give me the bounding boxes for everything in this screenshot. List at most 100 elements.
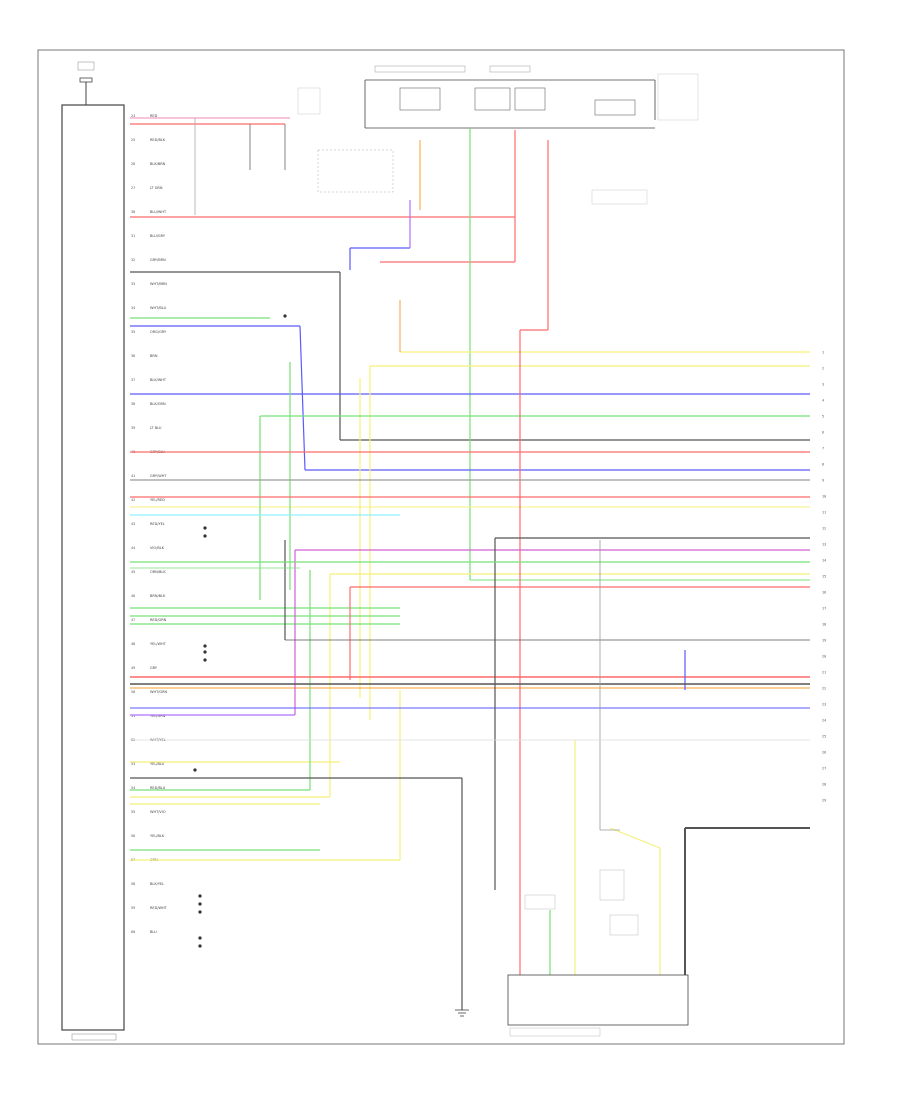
- wire-color-label: RED/GRN: [150, 618, 167, 622]
- ecm-pin-number: 35: [131, 330, 135, 334]
- top-fuse-relay-area: [297, 65, 699, 205]
- connector-terminal-number: 4: [822, 399, 824, 403]
- wire-color-label: BLU: [150, 930, 157, 934]
- ecm-pin-number: 44: [131, 546, 135, 550]
- ecm-pin-number: 42: [131, 498, 135, 502]
- ecm-pin-number: 25: [131, 138, 135, 142]
- wire-color-label: BLK/YEL: [150, 882, 164, 886]
- connector-terminal-number: 12: [822, 527, 826, 531]
- ground-symbol: [455, 1009, 469, 1017]
- connector-terminal-number: 11: [822, 511, 826, 515]
- wire-color-label: BLK/WHT: [150, 378, 167, 382]
- diagram-frame: [37, 49, 845, 1045]
- ecm-pin-number: 43: [131, 522, 135, 526]
- ecm-pin-number: 48: [131, 642, 135, 646]
- ecm-pin-number: 45: [131, 570, 135, 574]
- ecm-pin-number: 27: [131, 186, 135, 190]
- wire-color-label: RED: [150, 114, 158, 118]
- ecm-pin-number: 54: [131, 786, 135, 790]
- wire-color-label: BLU/WHT: [150, 210, 167, 214]
- connector-terminal-number: 7: [822, 447, 824, 451]
- connector-terminal-number: 19: [822, 639, 826, 643]
- connector-terminal-number: 29: [822, 799, 826, 803]
- wire-color-label: YEL/GRN: [150, 714, 166, 718]
- connector-terminal-number: 27: [822, 767, 826, 771]
- wire-color-label: LT GRN: [150, 186, 163, 190]
- wire-color-label: WHT/GRN: [150, 690, 168, 694]
- ecm-pin-number: 59: [131, 906, 135, 910]
- connector-terminal-number: 23: [822, 703, 826, 707]
- wire-color-label: RED/BLK: [150, 138, 166, 142]
- ecm-pin-number: 58: [131, 882, 135, 886]
- bottom-connector: [507, 869, 689, 1037]
- ecm-pin-number: 33: [131, 282, 135, 286]
- ecm-pin-number: 38: [131, 402, 135, 406]
- connector-terminal-number: 10: [822, 495, 826, 499]
- connector-terminal-number: 15: [822, 575, 826, 579]
- connector-terminal-number: 14: [822, 559, 826, 563]
- connector-terminal-number: 26: [822, 751, 826, 755]
- wire-color-label: WHT/BRN: [150, 282, 167, 286]
- wire-color-label: ORG/GRY: [150, 330, 167, 334]
- ecm-pin-number: 37: [131, 378, 135, 382]
- connector-terminal-number: 3: [822, 383, 824, 387]
- connector-terminal-number: 6: [822, 431, 824, 435]
- ecm-pin-number: 41: [131, 474, 135, 478]
- connector-terminal-number: 5: [822, 415, 824, 419]
- splice-points: [193, 314, 287, 948]
- connector-terminal-number: 17: [822, 607, 826, 611]
- connector-terminal-number: 24: [822, 719, 826, 723]
- wire-color-label: GRY/BRN: [150, 258, 166, 262]
- wire-color-label: BLK/BRN: [150, 162, 166, 166]
- wire-color-label: RED/YEL: [150, 522, 165, 526]
- right-edge-connector-numbers: 1234567891011121314151617181920212223242…: [822, 351, 826, 803]
- wire-color-label: BLK/GRN: [150, 402, 166, 406]
- wire-color-label: YEL/BLK: [150, 834, 165, 838]
- ecm-pin-number: 36: [131, 354, 135, 358]
- ecm-pin-labels: 2425262730313233343536373839404142434445…: [131, 114, 135, 934]
- wire-color-label: YEL/WHT: [150, 642, 167, 646]
- wire-color-label: VIO/BLK: [150, 546, 165, 550]
- connector-terminal-number: 13: [822, 543, 826, 547]
- wire-color-label: RED/WHT: [150, 906, 168, 910]
- wire-color-label: GRY: [150, 666, 158, 670]
- ecm-pin-number: 34: [131, 306, 135, 310]
- wire-color-label: BRN/BLK: [150, 594, 166, 598]
- connector-terminal-number: 21: [822, 671, 826, 675]
- wire-color-label: BRN: [150, 354, 158, 358]
- ecm-wire-color-labels: RED RED/BLK BLK/BRN LT GRN BLU/WHT BLU/GRY GRY…: [150, 114, 168, 934]
- ecm-pin-number: 39: [131, 426, 135, 430]
- wire-color-label: YEL/RED: [150, 498, 165, 502]
- connector-terminal-number: 25: [822, 735, 826, 739]
- wire-color-label: BLU/GRY: [150, 234, 166, 238]
- ecm-pin-number: 49: [131, 666, 135, 670]
- ecm-pin-number: 53: [131, 762, 135, 766]
- ecm-pin-number: 56: [131, 834, 135, 838]
- connector-terminal-number: 1: [822, 351, 824, 355]
- wire-color-label: LT BLU: [150, 426, 162, 430]
- ecm-pin-number: 50: [131, 690, 135, 694]
- ecm-pin-number: 47: [131, 618, 135, 622]
- wire-color-label: RED/BLU: [150, 786, 166, 790]
- ecm-pin-number: 51: [131, 714, 135, 718]
- ecm-pin-number: 30: [131, 210, 135, 214]
- connector-terminal-number: 2: [822, 367, 824, 371]
- ecm-pin-number: 46: [131, 594, 135, 598]
- wires: [130, 117, 810, 1010]
- ecm-pin-number: 55: [131, 810, 135, 814]
- wire-color-label: ORN/BLK: [150, 570, 166, 574]
- ecm-pin-number: 31: [131, 234, 135, 238]
- connector-terminal-number: 9: [822, 479, 824, 483]
- ecm-module: [61, 61, 125, 1041]
- connector-terminal-number: 16: [822, 591, 826, 595]
- wire-color-label: YEL/BLU: [150, 762, 165, 766]
- ecm-pin-number: 60: [131, 930, 135, 934]
- ecm-pin-number: 24: [131, 114, 135, 118]
- ecm-pin-number: 32: [131, 258, 135, 262]
- wire-color-label: GRY/WHT: [150, 474, 167, 478]
- ecm-pin-number: 26: [131, 162, 135, 166]
- connector-terminal-number: 22: [822, 687, 826, 691]
- connector-terminal-number: 20: [822, 655, 826, 659]
- connector-terminal-number: 28: [822, 783, 826, 787]
